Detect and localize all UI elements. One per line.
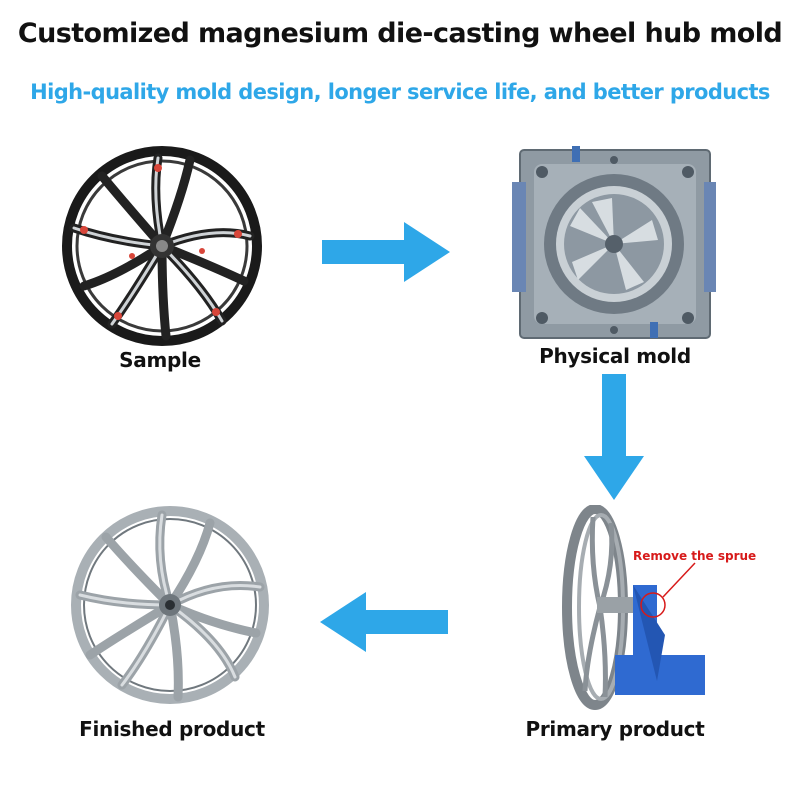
- page-title: Customized magnesium die-casting wheel h…: [17, 18, 783, 49]
- label-physical-mold: Physical mold: [539, 344, 691, 368]
- finished-product-image: [71, 506, 269, 704]
- label-sample: Sample: [119, 348, 201, 372]
- primary-product-image: [562, 505, 705, 710]
- physical-mold-image: [512, 146, 716, 339]
- label-primary-product: Primary product: [525, 717, 705, 741]
- page-subtitle: High-quality mold design, longer service…: [30, 80, 770, 104]
- sample-wheel-image: [62, 146, 262, 346]
- annotation-remove-sprue: Remove the sprue: [633, 549, 757, 563]
- arrow-right-icon: [322, 222, 450, 282]
- label-finished-product: Finished product: [79, 717, 265, 741]
- arrow-left-icon: [320, 592, 448, 652]
- arrow-down-icon: [584, 374, 644, 500]
